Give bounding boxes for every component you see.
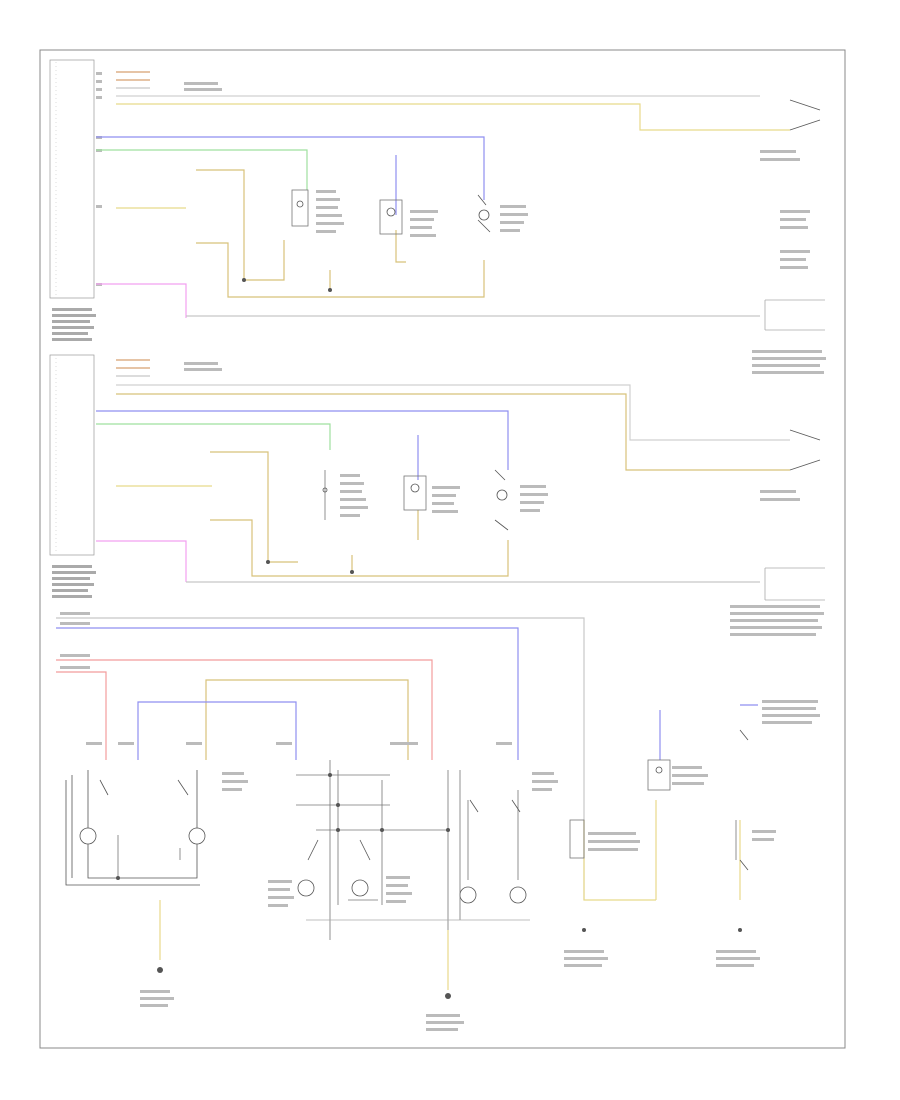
wire-blue-top xyxy=(96,136,485,200)
right-module-label xyxy=(52,565,96,598)
switch-bracket-top xyxy=(764,299,825,331)
left-rear-control-module xyxy=(49,59,102,341)
license-lamp-left xyxy=(79,827,97,845)
diagram-frame xyxy=(39,49,846,1049)
upper-labels xyxy=(184,82,826,374)
wire-yellow-mid xyxy=(116,393,790,471)
rear-lid-switch-mid xyxy=(789,429,821,471)
ground-right-a xyxy=(582,928,586,932)
upper-wires xyxy=(96,71,790,318)
wire-green-mid xyxy=(96,423,331,450)
middle-components xyxy=(322,429,825,601)
splice-dots xyxy=(116,278,450,880)
wire-pink-mid xyxy=(96,540,187,582)
right-rear-turn-lamp-box xyxy=(403,475,427,511)
wire-blue-mid xyxy=(96,410,509,470)
ground-right-b xyxy=(738,928,742,932)
left-rear-turn-lamp-box xyxy=(379,199,403,235)
right-rear-fog-lamp xyxy=(494,469,509,531)
left-brake-lamp-box xyxy=(291,189,309,227)
left-module-label xyxy=(52,308,96,341)
wire-tan-b xyxy=(196,242,485,298)
middle-wires xyxy=(96,359,790,583)
third-lamp xyxy=(459,886,477,904)
wire-blue-lower-2 xyxy=(137,701,297,760)
wire-red-a xyxy=(56,659,433,760)
license-lamp-right xyxy=(188,827,206,845)
right-rear-control-module xyxy=(49,354,96,598)
right-backup-lamp xyxy=(351,879,369,897)
left-rear-fog-lamp xyxy=(477,194,491,233)
wire-green-top xyxy=(96,149,308,190)
wire-gray-mid xyxy=(116,384,790,441)
middle-labels xyxy=(184,362,824,636)
wire-tan-e xyxy=(210,519,509,577)
ground-left xyxy=(157,967,163,973)
wire-yellow-top xyxy=(116,103,790,131)
wire-tan-a xyxy=(196,169,285,281)
ground-center xyxy=(445,993,451,999)
wire-pink-top xyxy=(96,283,187,318)
left-backup-lamp xyxy=(297,879,315,897)
rear-lid-lock-unit xyxy=(647,759,671,791)
rear-lid-latch-box xyxy=(569,819,585,859)
wire-tan-lamp-top xyxy=(395,230,406,263)
wire-blue-lower xyxy=(56,627,519,760)
fourth-lamp xyxy=(509,886,527,904)
wire-tan-d xyxy=(210,451,298,563)
rear-lid-switch-top xyxy=(789,99,821,131)
wire-gray-lower xyxy=(56,617,585,900)
ground-symbols xyxy=(157,928,742,999)
lower-labels xyxy=(60,612,820,1031)
lower-wires xyxy=(56,617,758,990)
wire-tan-lower xyxy=(205,679,409,760)
lower-components xyxy=(65,729,749,940)
upper-components xyxy=(291,99,825,331)
wire-red-b xyxy=(56,671,107,760)
switch-bracket-mid xyxy=(764,567,825,601)
